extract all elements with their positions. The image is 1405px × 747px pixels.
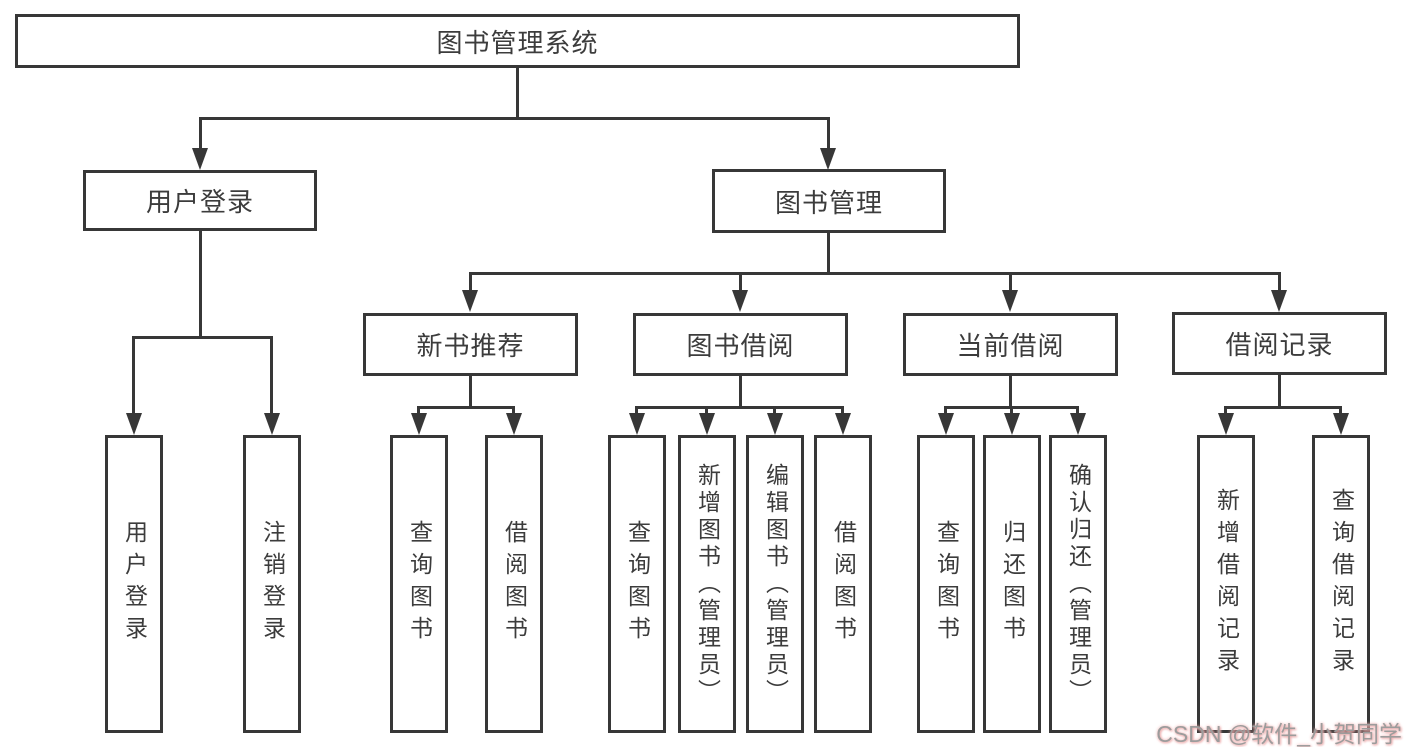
arrowhead-down <box>1002 290 1018 312</box>
leaf-query-book-borrow: 查询图书 <box>608 435 666 733</box>
connector-line <box>417 406 515 409</box>
node-user-login-label: 用户登录 <box>145 187 254 217</box>
arrowhead-down <box>264 413 280 435</box>
node-user-login: 用户登录 <box>83 170 317 231</box>
arrowhead-down <box>699 413 715 435</box>
connector-line <box>635 406 844 409</box>
connector-line <box>469 376 472 407</box>
connector-line <box>516 68 519 118</box>
leaf-user-login: 用户登录 <box>105 435 163 733</box>
connector-line <box>469 272 472 293</box>
connector-line <box>132 336 273 339</box>
connector-line <box>635 406 638 414</box>
node-book-borrow-label: 图书借阅 <box>686 331 795 361</box>
node-book-borrow: 图书借阅 <box>633 313 848 376</box>
leaf-borrow-book-newbook-label: 借阅图书 <box>501 520 528 648</box>
connector-line <box>841 406 844 414</box>
arrowhead-down <box>1218 413 1234 435</box>
arrowhead-down <box>1004 413 1020 435</box>
connector-line <box>705 406 708 414</box>
leaf-query-book-newbook-label: 查询图书 <box>406 520 433 648</box>
connector-line <box>469 272 1281 275</box>
connector-line <box>199 117 830 120</box>
connector-line <box>827 233 830 273</box>
leaf-query-book-borrow-label: 查询图书 <box>624 520 651 648</box>
leaf-borrow-book-label: 借阅图书 <box>830 520 857 648</box>
node-book-management: 图书管理 <box>712 169 946 233</box>
arrowhead-down <box>629 413 645 435</box>
node-borrow-record-label: 借阅记录 <box>1225 330 1334 360</box>
leaf-confirm-return-admin-label: 确认归还（管理员） <box>1065 462 1092 706</box>
leaf-edit-book-admin: 编辑图书（管理员） <box>746 435 804 733</box>
arrowhead-down <box>820 148 836 170</box>
arrowhead-down <box>767 413 783 435</box>
arrowhead-down <box>1271 290 1287 312</box>
connector-line <box>1009 376 1012 407</box>
leaf-user-login-label: 用户登录 <box>121 520 148 648</box>
leaf-add-borrow-record-label: 新增借阅记录 <box>1213 488 1240 680</box>
connector-line <box>199 231 202 337</box>
node-root-label: 图书管理系统 <box>436 27 599 58</box>
connector-line <box>1224 406 1342 409</box>
connector-line <box>270 336 273 416</box>
leaf-logout-login-label: 注销登录 <box>259 520 286 648</box>
connector-line <box>132 336 135 416</box>
node-new-book-recommend: 新书推荐 <box>363 313 578 376</box>
connector-line <box>1224 406 1227 414</box>
leaf-query-book-current-label: 查询图书 <box>933 520 960 648</box>
connector-line <box>199 117 202 150</box>
leaf-return-book-label: 归还图书 <box>999 520 1026 648</box>
leaf-add-borrow-record: 新增借阅记录 <box>1197 435 1255 733</box>
arrowhead-down <box>192 148 208 170</box>
watermark: CSDN @软件_小贺同学 <box>1156 721 1402 747</box>
node-current-borrow-label: 当前借阅 <box>956 331 1065 361</box>
connector-line <box>1009 272 1012 293</box>
leaf-logout-login: 注销登录 <box>243 435 301 733</box>
connector-line <box>417 406 420 414</box>
leaf-query-book-current: 查询图书 <box>917 435 975 733</box>
node-current-borrow: 当前借阅 <box>903 313 1118 376</box>
arrowhead-down <box>732 290 748 312</box>
node-book-management-label: 图书管理 <box>774 187 883 218</box>
arrowhead-down <box>1333 413 1349 435</box>
connector-line <box>1278 272 1281 293</box>
connector-line <box>739 376 742 407</box>
connector-line <box>1278 375 1281 407</box>
leaf-add-book-admin-label: 新增图书（管理员） <box>694 462 721 706</box>
leaf-add-book-admin: 新增图书（管理员） <box>678 435 736 733</box>
leaf-query-book-newbook: 查询图书 <box>390 435 448 733</box>
node-borrow-record: 借阅记录 <box>1172 312 1387 375</box>
leaf-return-book: 归还图书 <box>983 435 1041 733</box>
arrowhead-down <box>835 413 851 435</box>
leaf-borrow-book-newbook: 借阅图书 <box>485 435 543 733</box>
arrowhead-down <box>462 290 478 312</box>
arrowhead-down <box>938 413 954 435</box>
connector-line <box>1076 406 1079 414</box>
leaf-borrow-book: 借阅图书 <box>814 435 872 733</box>
leaf-query-borrow-record: 查询借阅记录 <box>1312 435 1370 733</box>
connector-line <box>827 117 830 150</box>
leaf-edit-book-admin-label: 编辑图书（管理员） <box>762 462 789 706</box>
connector-line <box>1339 406 1342 414</box>
connector-line <box>944 406 947 414</box>
connector-line <box>512 406 515 414</box>
connector-line <box>739 272 742 293</box>
connector-line <box>1010 406 1013 414</box>
arrowhead-down <box>411 413 427 435</box>
leaf-query-borrow-record-label: 查询借阅记录 <box>1328 488 1355 680</box>
arrowhead-down <box>506 413 522 435</box>
connector-line <box>773 406 776 414</box>
arrowhead-down <box>1070 413 1086 435</box>
node-root: 图书管理系统 <box>15 14 1020 68</box>
leaf-confirm-return-admin: 确认归还（管理员） <box>1049 435 1107 733</box>
node-new-book-recommend-label: 新书推荐 <box>416 331 525 361</box>
arrowhead-down <box>126 413 142 435</box>
